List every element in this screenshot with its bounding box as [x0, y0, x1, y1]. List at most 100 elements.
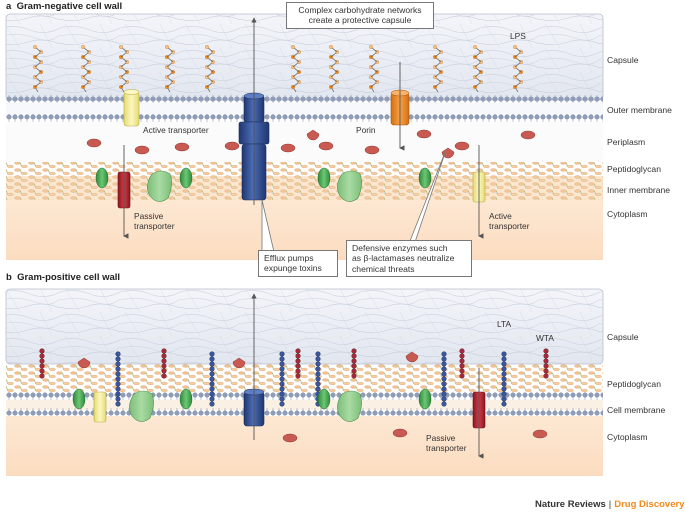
panel-b-illustration: [5, 288, 604, 476]
periplasm-protein: [416, 129, 432, 139]
outer-membrane: [6, 95, 603, 122]
lps-chain: [513, 45, 523, 93]
region-label-outer-membrane: Outer membrane: [607, 105, 672, 115]
label-active-transporter-bottom: Active transporter: [489, 211, 530, 231]
active-transporter-outer: [123, 89, 140, 127]
credit-journal: Nature Reviews: [535, 499, 606, 510]
label-passive-transporter-a: Passive transporter: [134, 211, 175, 231]
beta-lactamase: [306, 129, 320, 141]
region-label-peptidoglycan: Peptidoglycan: [607, 164, 661, 174]
callout-pointers: [261, 149, 447, 253]
enzymes-callout-line-2: as β-lactamases neutralize: [352, 253, 455, 264]
lps-chain: [33, 45, 43, 93]
journal-credit: Nature Reviews|Drug Discovery: [535, 499, 684, 510]
enzyme-b: [232, 357, 246, 369]
teichoic-acid-chain: [209, 351, 215, 407]
periplasm-protein: [454, 141, 470, 151]
lps-chain: [473, 45, 483, 93]
lps-chain: [165, 45, 175, 93]
periplasm-protein: [86, 138, 102, 148]
membrane-proteins-b: [72, 388, 432, 422]
periplasm-protein: [280, 143, 296, 153]
lps-chain: [329, 45, 339, 93]
passive-transporter-a: [117, 145, 131, 239]
cytoplasm-protein-b: [532, 429, 548, 439]
enzymes-callout-line-1: Defensive enzymes such: [352, 243, 448, 253]
label-passive-transporter-b-line-1: Passive: [426, 433, 456, 443]
region-label-capsule: Capsule: [607, 55, 639, 65]
cytoplasm-protein-b: [392, 428, 408, 438]
teichoic-acid-chain: [161, 348, 167, 379]
teichoic-acid-chain: [295, 348, 301, 379]
credit-section: Drug Discovery: [614, 499, 685, 510]
panel-b-title: b Gram-positive cell wall: [6, 272, 120, 283]
transporter-yellow-b: [93, 391, 107, 423]
efflux-pump-a: [238, 17, 270, 205]
panel-b-title-text: Gram-positive cell wall: [17, 272, 121, 283]
capsule-callout-line-1: Complex carbohydrate networks: [298, 5, 422, 15]
efflux-callout-line-2: expunge toxins: [264, 263, 322, 274]
periplasm-proteins: [86, 129, 536, 159]
teichoic-acid-chain: [279, 351, 285, 407]
teichoic-acid-chain: [39, 348, 45, 379]
beta-lactamase: [441, 147, 455, 159]
enzymes-b: [77, 351, 548, 443]
panel-b-letter: b: [6, 272, 12, 283]
region-label-cytoplasm-b: Cytoplasm: [607, 432, 648, 442]
membrane-proteins-a: [95, 167, 432, 202]
label-lta: LTA: [497, 319, 512, 329]
teichoic-acids: [39, 348, 549, 407]
panel-a-title: a Gram-negative cell wall: [6, 1, 122, 12]
efflux-callout-line-1: Efflux pumps: [264, 253, 314, 263]
periplasm-protein: [520, 130, 536, 140]
lps-chain: [81, 45, 91, 93]
lps-chain: [205, 45, 215, 93]
teichoic-acid-chain: [459, 348, 465, 379]
region-label-periplasm: Periplasm: [607, 137, 646, 147]
periplasm-protein: [224, 141, 240, 151]
enzyme-b: [77, 357, 91, 369]
label-lps: LPS: [510, 31, 526, 41]
peptidoglycan-layer-b: [6, 364, 603, 392]
region-label-inner-membrane: Inner membrane: [607, 185, 671, 195]
label-passive-transporter-a-line-2: transporter: [134, 220, 175, 231]
teichoic-acid-chain: [115, 351, 121, 407]
periplasm-protein: [318, 141, 334, 151]
teichoic-acid-chain: [501, 351, 507, 407]
label-passive-transporter-a-line-1: Passive: [134, 211, 164, 221]
region-label-capsule-b: Capsule: [607, 332, 639, 342]
cell-membrane-b: [6, 392, 603, 416]
passive-transporter-b: [472, 368, 486, 459]
teichoic-acid-chain: [543, 348, 549, 379]
region-label-cell-membrane: Cell membrane: [607, 405, 666, 415]
efflux-pump-b: [243, 293, 265, 440]
peptidoglycan-layer: [6, 162, 603, 176]
lps-chain: [433, 45, 443, 93]
enzymes-callout: Defensive enzymes such as β-lactamases n…: [346, 240, 472, 277]
credit-separator: |: [608, 499, 612, 510]
cytoplasm-protein-b: [282, 433, 298, 443]
active-transporter-inner: [472, 145, 486, 239]
enzymes-callout-line-3: chemical threats: [352, 263, 415, 274]
lps-chain: [119, 45, 129, 93]
label-active-transporter-bottom-line-2: transporter: [489, 220, 530, 231]
region-label-cytoplasm: Cytoplasm: [607, 209, 648, 219]
periplasm-protein: [364, 145, 380, 155]
capsule-callout-line-2: create a protective capsule: [308, 15, 412, 26]
periplasm-protein: [174, 142, 190, 152]
inner-membrane: [6, 176, 603, 200]
label-passive-transporter-b: Passive transporter: [426, 433, 467, 453]
capsule-callout: Complex carbohydrate networks create a p…: [286, 2, 434, 29]
lps-chain: [369, 45, 379, 93]
panel-a-title-text: Gram-negative cell wall: [16, 1, 123, 12]
region-label-peptidoglycan-b: Peptidoglycan: [607, 379, 661, 389]
teichoic-acid-chain: [441, 351, 447, 407]
label-passive-transporter-b-line-2: transporter: [426, 442, 467, 453]
label-porin: Porin: [356, 125, 376, 135]
label-active-transporter-bottom-line-1: Active: [489, 211, 512, 221]
panel-a-illustration: [5, 13, 604, 260]
porin: [390, 62, 410, 151]
lps-molecules: [33, 45, 523, 93]
enzyme-b: [405, 351, 419, 363]
